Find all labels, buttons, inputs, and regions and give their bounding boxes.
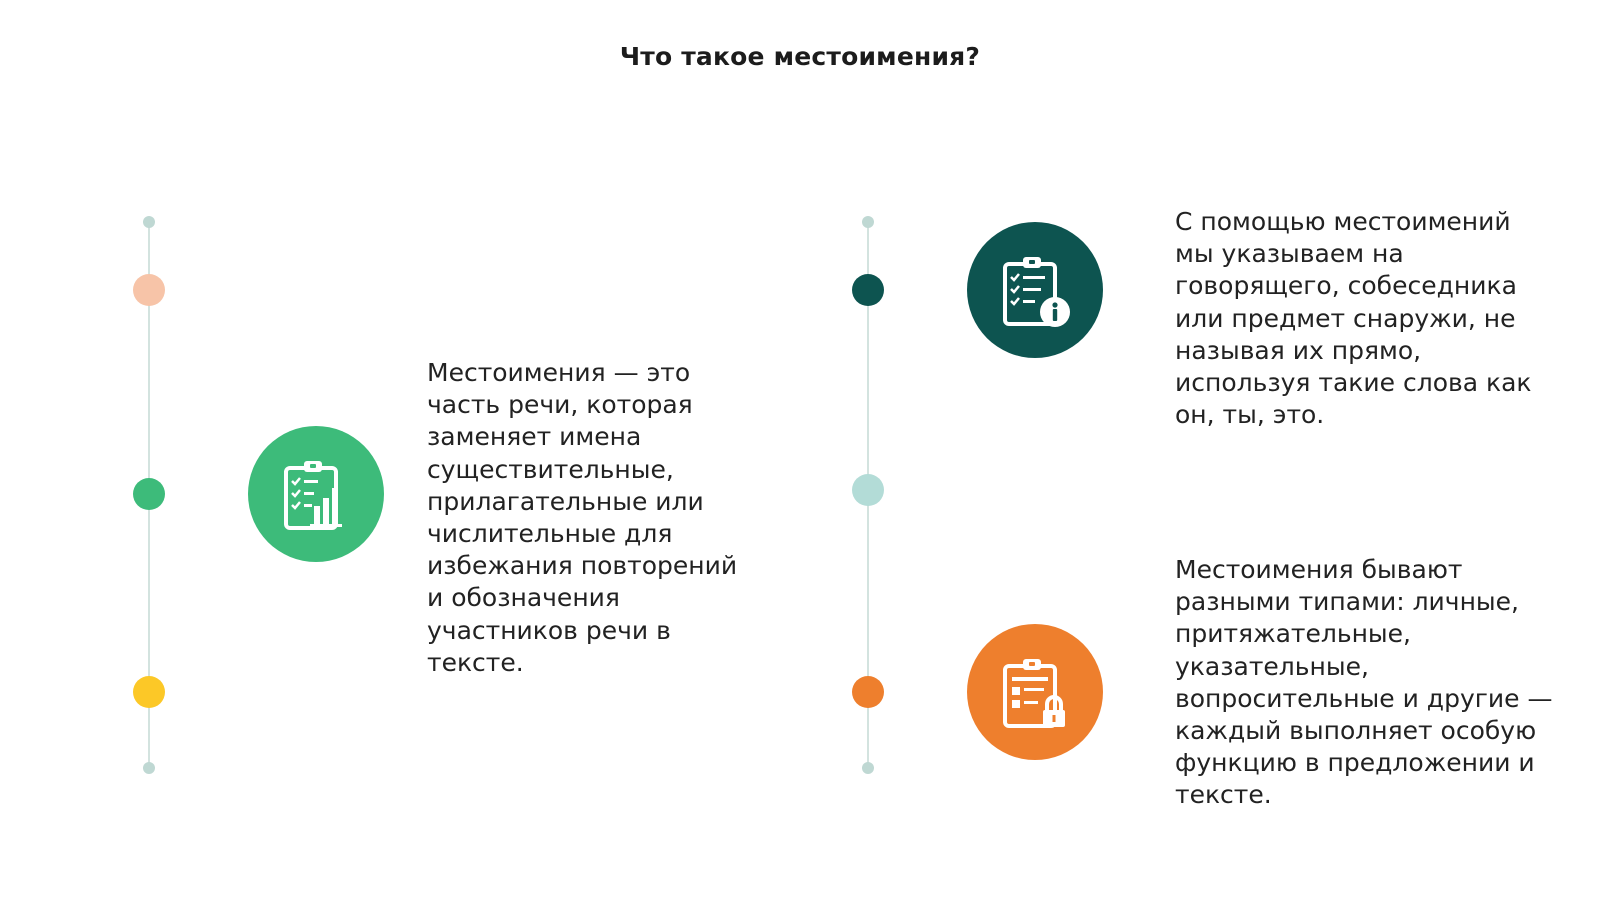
timeline-end-dot: [143, 216, 155, 228]
timeline-dot-green: [133, 478, 165, 510]
timeline-end-dot: [862, 216, 874, 228]
page-title: Что такое местоимения?: [619, 42, 981, 71]
timeline-dot-orange: [852, 676, 884, 708]
timeline-dot-yellow: [133, 676, 165, 708]
timeline-dot-dark-teal: [852, 274, 884, 306]
clipboard-lock-icon: [967, 624, 1103, 760]
types-text: Местоимения бывают разными типами: личны…: [1175, 555, 1553, 810]
timeline-end-dot: [862, 762, 874, 774]
clipboard-chart-icon: [248, 426, 384, 562]
timeline-dot-peach: [133, 274, 165, 306]
usage-text: С помощью местоимений мы указываем на го…: [1175, 207, 1532, 430]
timeline-end-dot: [143, 762, 155, 774]
clipboard-info-icon: [967, 222, 1103, 358]
timeline-dot-light-teal: [852, 474, 884, 506]
definition-text: Местоимения — это часть речи, которая за…: [427, 358, 738, 677]
